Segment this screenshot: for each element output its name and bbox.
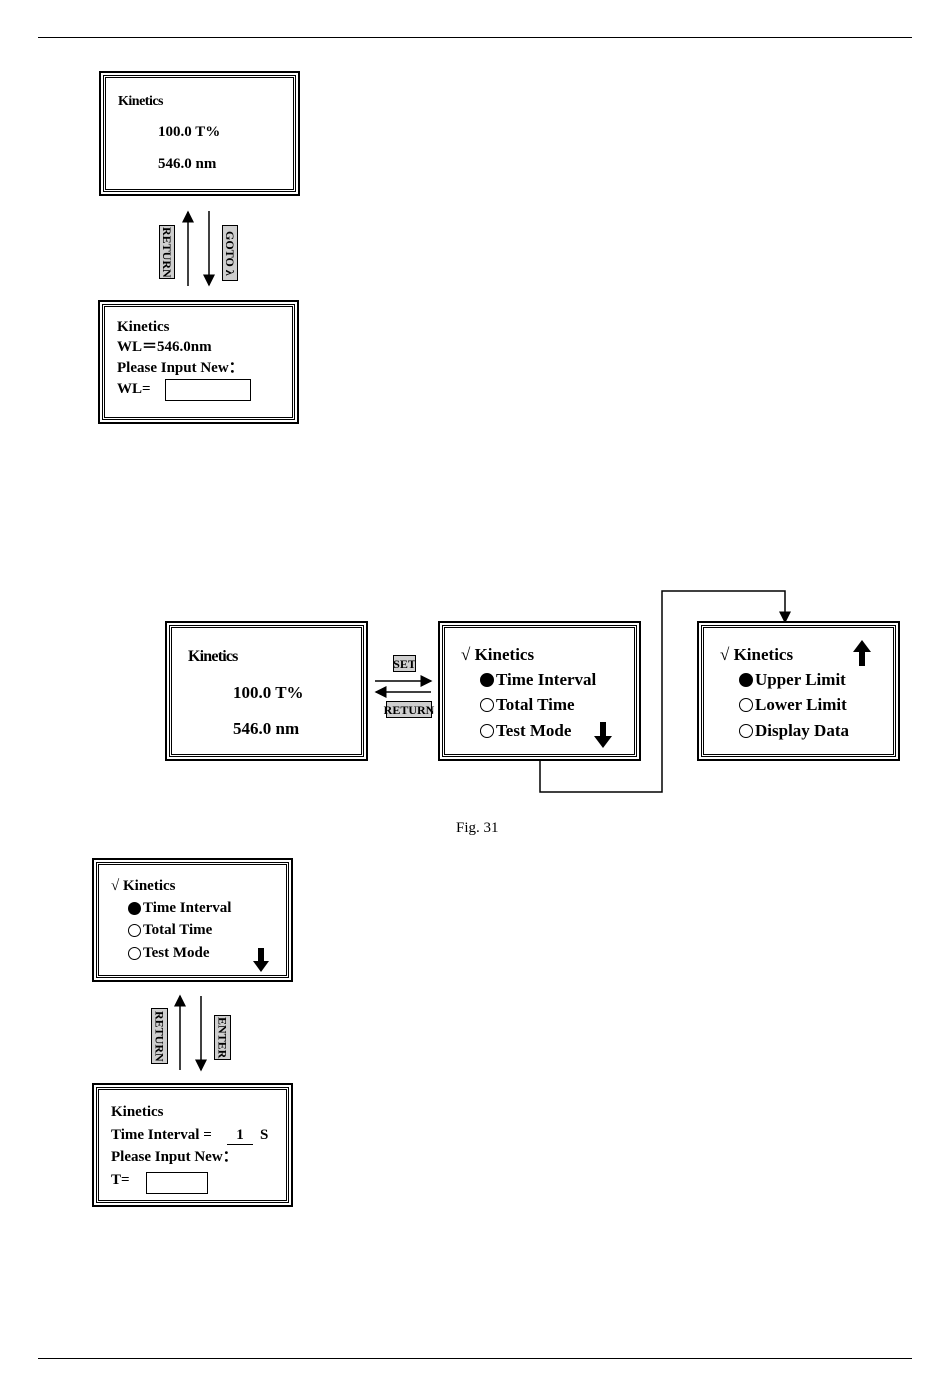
menu-item-upper-limit[interactable]: Upper Limit [739, 671, 846, 688]
lcd-screen-kinetics-main-2: Kinetics 100.0 T% 546.0 nm [169, 625, 364, 757]
time-interval-value: 1 [227, 1128, 253, 1145]
radio-unselected-icon [739, 723, 753, 738]
menu-item-lower-limit[interactable]: Lower Limit [739, 696, 847, 713]
lcd-menu-kinetics: √ Kinetics Time Interval Total Time Test… [96, 862, 289, 978]
screen-title: Kinetics [117, 319, 170, 335]
menu-title: √ Kinetics [720, 645, 794, 664]
arrow-down-icon [253, 948, 269, 972]
radio-unselected-icon [480, 723, 494, 738]
radio-selected-icon [128, 902, 141, 915]
transmittance-value: 100.0 T% [233, 683, 304, 702]
menu-item-test-mode[interactable]: Test Mode [128, 946, 210, 961]
wl-input-field[interactable] [165, 379, 251, 401]
return-key[interactable]: RETURN [159, 225, 175, 279]
current-wavelength: WL＝546.0nm [117, 339, 212, 355]
wavelength-value: 546.0 nm [158, 156, 217, 172]
set-key[interactable]: SET [393, 655, 416, 672]
arrow-up-icon [853, 640, 871, 666]
lcd-screen-time-interval-input: Kinetics Time Interval = 1 S Please Inpu… [96, 1087, 289, 1203]
menu-item-total-time[interactable]: Total Time [128, 923, 212, 938]
input-prompt: Please Input New： [111, 1149, 238, 1165]
goto-lambda-key[interactable]: GOTO λ [222, 225, 238, 281]
radio-unselected-icon [739, 697, 753, 712]
t-field-label: T= [111, 1172, 130, 1188]
wavelength-value: 546.0 nm [233, 719, 300, 738]
radio-unselected-icon [128, 947, 141, 960]
menu-title: √ Kinetics [461, 645, 535, 664]
time-interval-label: Time Interval = [111, 1127, 212, 1143]
transmittance-value: 100.0 T% [158, 124, 221, 140]
time-unit: S [260, 1127, 269, 1143]
footer-rule [38, 1358, 912, 1359]
page-connector [539, 590, 791, 793]
header-rule [38, 37, 912, 38]
menu-item-test-mode[interactable]: Test Mode [480, 722, 571, 739]
lcd-screen-wavelength-input: Kinetics WL＝546.0nm Please Input New： WL… [102, 304, 295, 420]
radio-selected-icon [480, 672, 494, 687]
menu-item-total-time[interactable]: Total Time [480, 696, 575, 713]
figure-caption: Fig. 31 [456, 820, 499, 836]
lcd-menu-page-2: √ Kinetics Upper Limit Lower Limit Displ… [701, 625, 896, 757]
menu-title: √ Kinetics [111, 878, 176, 894]
screen-title: Kinetics [118, 94, 164, 109]
screen-title: Kinetics [111, 1104, 164, 1120]
radio-selected-icon [739, 672, 753, 687]
radio-unselected-icon [128, 924, 141, 937]
arrow-down-icon [594, 722, 612, 748]
enter-key[interactable]: ENTER [214, 1015, 231, 1060]
lcd-screen-kinetics-main: Kinetics 100.0 T% 546.0 nm [103, 75, 296, 192]
menu-item-display-data[interactable]: Display Data [739, 722, 849, 739]
return-key-3[interactable]: RETURN [151, 1008, 168, 1064]
input-prompt: Please Input New： [117, 360, 244, 376]
screen-title: Kinetics [188, 648, 238, 665]
wl-field-label: WL= [117, 381, 151, 397]
t-input-field[interactable] [146, 1172, 208, 1194]
menu-item-time-interval[interactable]: Time Interval [480, 671, 596, 688]
radio-unselected-icon [480, 697, 494, 712]
lcd-menu-page-1: √ Kinetics Time Interval Total Time Test… [442, 625, 637, 757]
return-key-2[interactable]: RETURN [383, 701, 435, 718]
menu-item-time-interval[interactable]: Time Interval [128, 901, 231, 916]
